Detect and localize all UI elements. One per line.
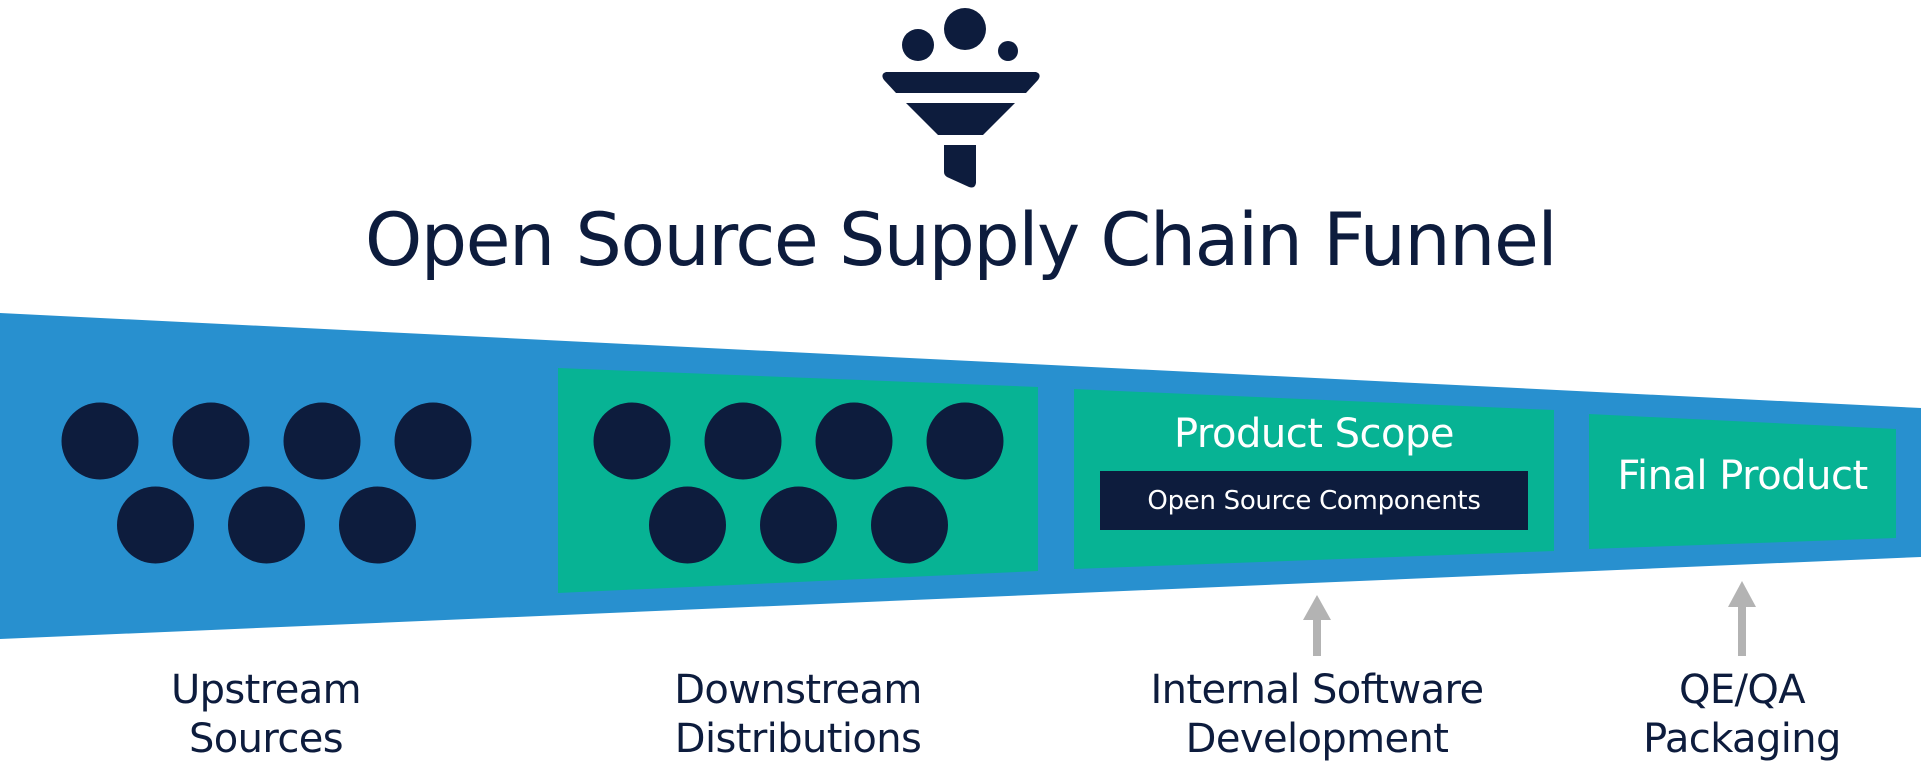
label-line: Development [1185,716,1449,762]
label-line: Upstream [170,667,362,713]
label-internal-software-development: Internal Software Development [1117,666,1517,764]
downstream-dot [815,402,893,480]
funnel-icon-ball-center [944,8,986,50]
downstream-dot [871,486,948,564]
label-qe-qa-packaging: QE/QA Packaging [1592,666,1892,764]
downstream-dot [926,402,1004,480]
final-product-title: Final Product [1617,453,1868,499]
upstream-dot [339,486,416,564]
downstream-dot [760,486,837,564]
funnel-icon-cone [906,103,1015,135]
label-line: Internal Software [1150,667,1484,713]
upstream-dot [61,402,139,480]
label-upstream-sources: Upstream Sources [116,666,416,764]
page-title: Open Source Supply Chain Funnel [364,198,1558,283]
funnel-icon-ball-left [902,29,934,61]
downstream-dot [704,402,782,480]
label-line: Sources [188,716,344,762]
funnel-icon-ball-right [998,41,1018,61]
arrow-up-icon-qa [1728,581,1756,656]
upstream-dot [283,402,361,480]
label-line: QE/QA [1678,667,1806,713]
upstream-dots [61,402,472,564]
arrow-up-icon-internal [1303,595,1331,656]
downstream-dot [649,486,726,564]
upstream-dot [117,486,194,564]
upstream-dot [172,402,250,480]
open-source-components-badge: Open Source Components [1100,471,1528,530]
funnel-icon-rim [882,72,1040,93]
downstream-dots [593,402,1004,564]
product-scope-title: Product Scope [1174,411,1454,457]
label-downstream-distributions: Downstream Distributions [648,666,948,764]
label-line: Downstream [674,667,922,713]
funnel-icon [882,8,1040,188]
upstream-dot [394,402,472,480]
downstream-dot [593,402,671,480]
stage-box-final-product [1589,414,1896,549]
label-line: Distributions [674,716,922,762]
upstream-dot [228,486,305,564]
funnel-icon-spout [944,145,976,188]
label-line: Packaging [1643,716,1841,762]
